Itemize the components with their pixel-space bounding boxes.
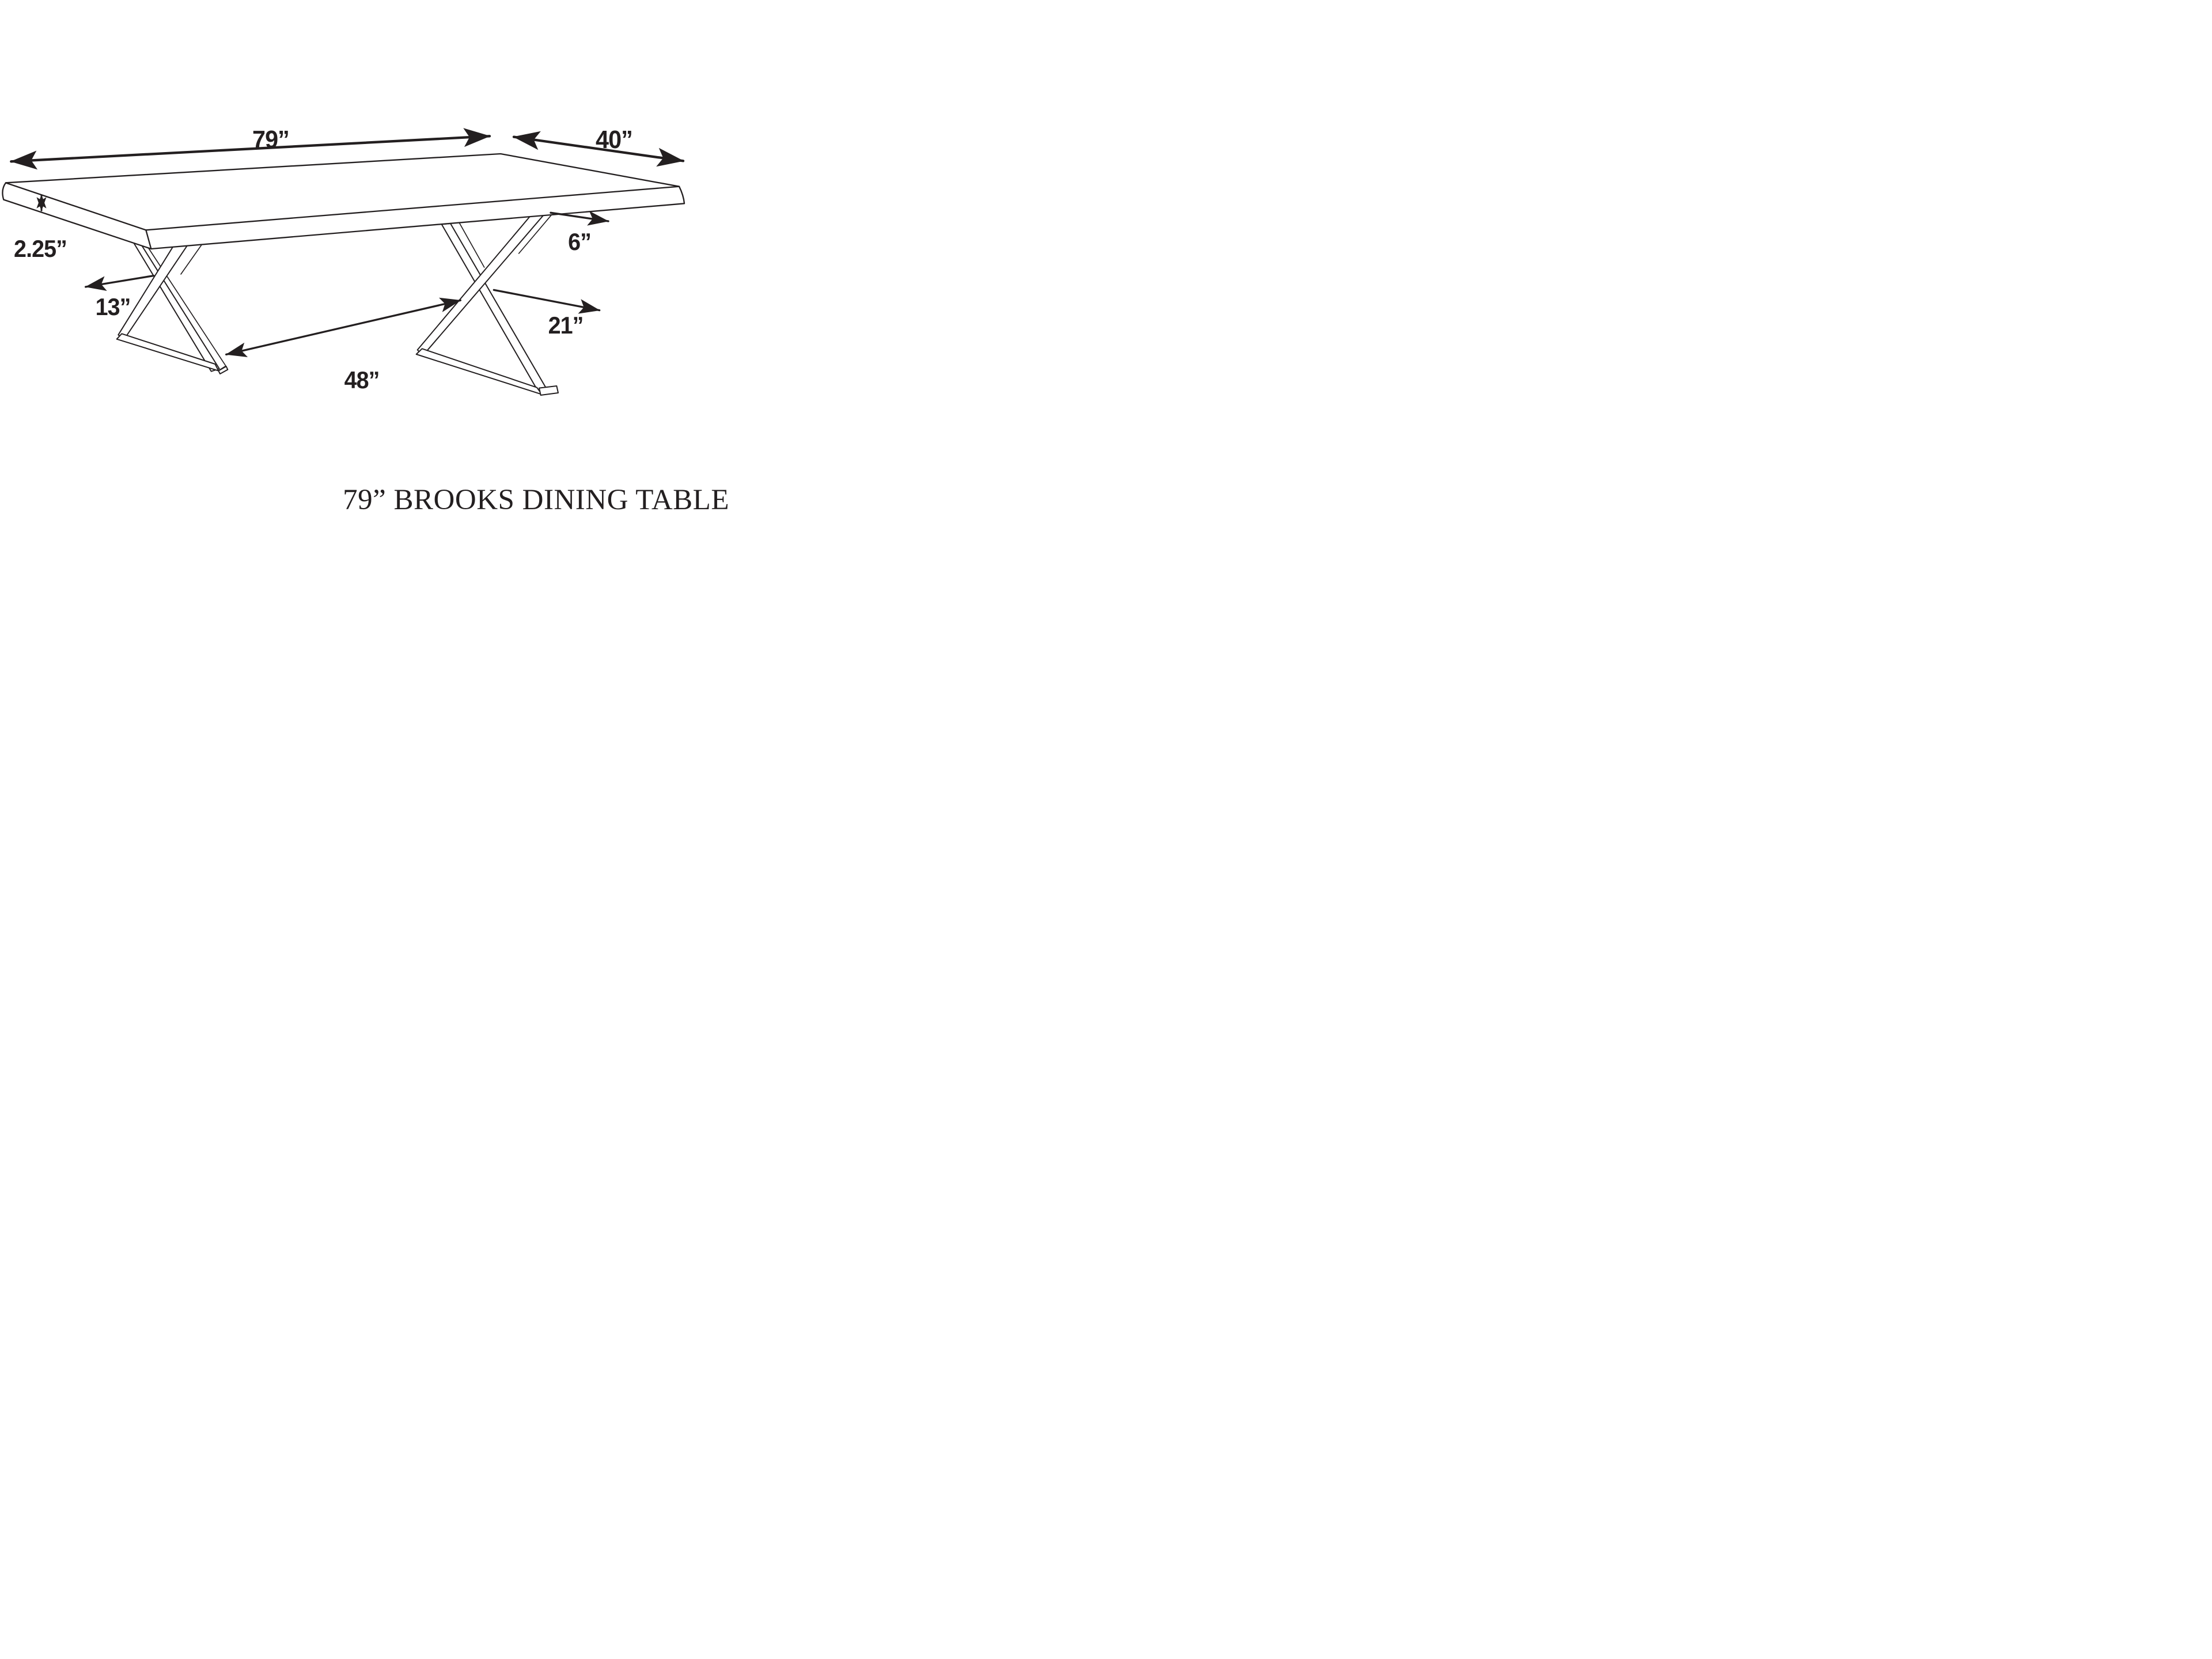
dimension-arrow-base-21: [493, 289, 601, 314]
dining-table-line-drawing: [2, 128, 685, 396]
diagram-page: 79” 40” 2.25” 13” 6” 48” 21” 79” BROOKS …: [0, 0, 737, 553]
right-leg-front-depth-edge: [518, 214, 552, 254]
diagram-title: 79” BROOKS DINING TABLE: [343, 484, 729, 516]
left-x-leg-drawing: [116, 242, 229, 374]
dimension-arrow-overhang-13: [85, 274, 155, 291]
dimension-arrow-width-40: [512, 131, 685, 167]
table-top-corner-edge: [145, 229, 152, 250]
dimension-label-leg-inset: 6”: [568, 228, 592, 255]
dimension-label-length: 79”: [252, 126, 290, 154]
dimension-label-width: 40”: [596, 126, 633, 154]
right-leg-foot-cap: [539, 385, 559, 396]
dimension-label-clearance: 48”: [344, 366, 380, 393]
dimension-arrow-leg-inset-6: [550, 211, 609, 226]
right-leg-front-strap: [416, 214, 544, 357]
dimension-label-overhang: 13”: [95, 293, 131, 320]
table-top-drawing: [2, 153, 685, 250]
left-leg-foot-cap: [218, 366, 229, 374]
left-leg-front-strap: [118, 245, 188, 340]
dimension-label-base: 21”: [548, 312, 584, 339]
dimension-arrows: [10, 128, 685, 357]
dimension-label-thickness: 2.25”: [14, 235, 67, 262]
dimension-arrow-length-79: [10, 128, 491, 170]
right-leg-depth-edge: [459, 222, 485, 268]
left-leg-front-depth-edge: [180, 244, 203, 275]
dimension-arrow-clearance-48: [225, 297, 461, 357]
table-top-outline: [2, 153, 685, 250]
